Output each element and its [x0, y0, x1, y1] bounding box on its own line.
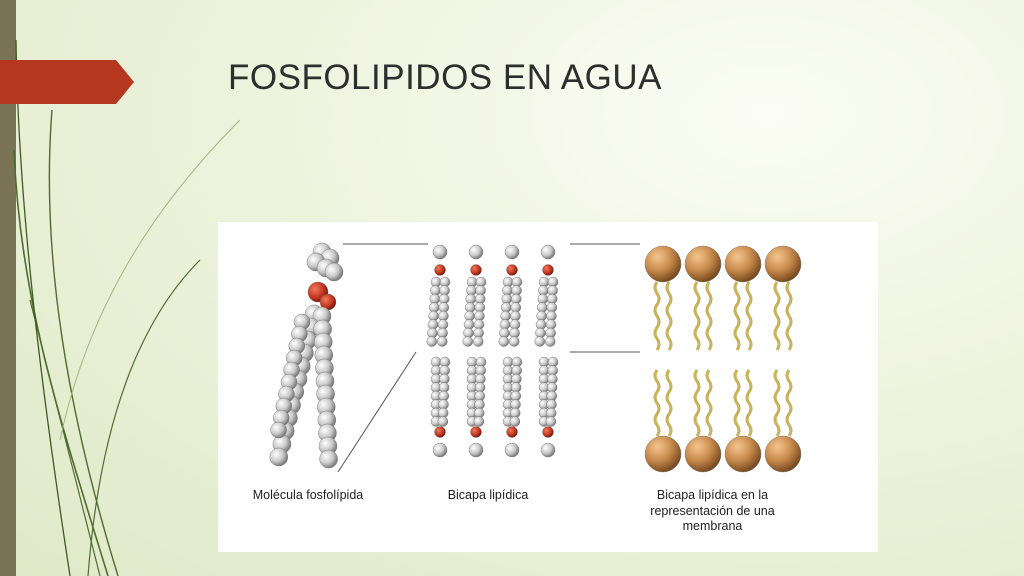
head-atom [432, 244, 448, 260]
head-atom [432, 442, 448, 458]
polar-head [724, 435, 762, 473]
tail-atom [534, 336, 545, 347]
polar-head [684, 245, 722, 283]
tail-atom [498, 336, 509, 347]
tail-atom [437, 416, 449, 427]
tail-atom [545, 416, 557, 427]
head-atom [504, 442, 520, 458]
fatty-acid-tail [693, 281, 701, 351]
phospholipid-figure: Molécula fosfolípida Bicapa lipídica Bic… [218, 222, 878, 552]
fatty-acid-tail [785, 369, 793, 437]
slide-title: FOSFOLIPIDOS EN AGUA [228, 58, 662, 97]
fatty-acid-tail [745, 369, 753, 437]
head-atom [468, 244, 484, 260]
left-accent-bar [0, 0, 16, 576]
caption-membrane: Bicapa lipídica en la representación de … [650, 488, 775, 534]
polar-head [764, 435, 802, 473]
phosphate-atom [506, 264, 518, 276]
lipid-bilayer-model [426, 244, 559, 458]
polar-head [644, 245, 682, 283]
tail-atom [473, 336, 484, 347]
head-atom [468, 442, 484, 458]
tail-atom [545, 336, 556, 347]
tail-atom [319, 449, 338, 469]
tail-atom [462, 336, 474, 347]
fatty-acid-tail [653, 281, 661, 351]
fatty-acid-tail [705, 369, 713, 437]
polar-head [684, 435, 722, 473]
fatty-acid-tail [665, 281, 673, 351]
title-arrow-marker [0, 60, 134, 104]
phosphate-atom [542, 264, 554, 276]
fatty-acid-tail [733, 369, 741, 437]
head-atom [324, 262, 344, 282]
decorative-lines [13, 39, 241, 576]
tail-atom [426, 336, 438, 347]
phosphate-atom [434, 426, 446, 438]
tail-atom [473, 416, 485, 427]
tail-atom [509, 336, 520, 347]
phosphate-atom [470, 426, 482, 438]
fatty-acid-tail [665, 369, 673, 437]
fatty-acid-tail [733, 281, 741, 351]
phosphate-atom [506, 426, 518, 438]
fatty-acid-tail [773, 281, 781, 351]
fatty-acid-tail [653, 369, 661, 437]
head-atom [540, 442, 556, 458]
guide-lines [337, 243, 640, 473]
tail-atom [269, 447, 288, 467]
polar-head [644, 435, 682, 473]
guide-line [337, 351, 417, 473]
head-atom [504, 244, 520, 260]
phosphate-atom [434, 264, 446, 276]
head-atom [540, 244, 556, 260]
fatty-acid-tail [705, 281, 713, 351]
fatty-acid-tail [693, 369, 701, 437]
fatty-acid-tail [745, 281, 753, 351]
polar-head [764, 245, 802, 283]
membrane-representation [644, 245, 802, 473]
tail-atom [509, 416, 521, 427]
caption-bilayer: Bicapa lipídica [447, 488, 529, 502]
fatty-acid-tail [773, 369, 781, 437]
tail-atom [436, 336, 448, 347]
caption-molecule: Molécula fosfolípida [252, 488, 364, 502]
phosphate-atom [542, 426, 554, 438]
phospholipid-molecule-model [269, 242, 344, 469]
figure-illustration [269, 242, 802, 473]
fatty-acid-tail [785, 281, 793, 351]
tail-atom [270, 421, 287, 439]
polar-head [724, 245, 762, 283]
phosphate-atom [470, 264, 482, 276]
